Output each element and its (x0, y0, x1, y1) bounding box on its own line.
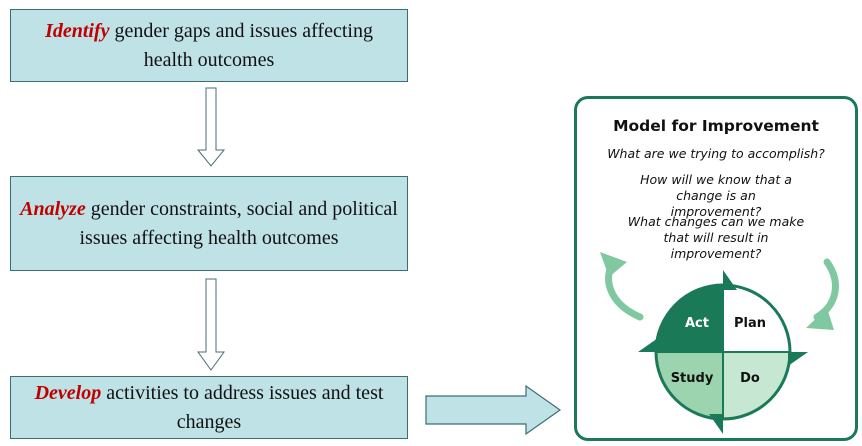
cycle-arrowhead-top (723, 270, 737, 290)
step-analyze-box: Analyze gender constraints, social and p… (10, 176, 408, 271)
study-quadrant (656, 352, 723, 419)
step-develop-keyword: Develop (34, 381, 102, 404)
down-arrow-2 (197, 278, 225, 371)
do-label: Do (740, 371, 760, 386)
step-analyze-text: Analyze gender constraints, social and p… (19, 195, 399, 253)
model-question-2: How will we know that a change is an imp… (640, 172, 792, 219)
step-develop-box: Develop activities to address issues and… (10, 376, 408, 439)
cycle-arrowhead-right (788, 352, 808, 366)
step-develop-text: Develop activities to address issues and… (19, 379, 399, 437)
model-title: Model for Improvement (613, 117, 819, 135)
left-curve-arrowhead (600, 252, 627, 277)
model-question-1: What are we trying to accomplish? (607, 146, 825, 161)
step-develop-description: activities to address issues and test ch… (101, 381, 384, 433)
down-arrow-1 (196, 87, 226, 167)
right-arrow (425, 384, 562, 436)
step-identify-keyword: Identify (45, 19, 110, 42)
act-label: Act (685, 316, 709, 331)
plan-label: Plan (734, 316, 766, 331)
step-identify-box: Identify gender gaps and issues affectin… (10, 9, 408, 82)
model-question-3: What changes can we make that will resul… (627, 214, 805, 261)
cycle-arrowhead-bottom (709, 414, 723, 434)
model-for-improvement-card: Model for Improvement What are we trying… (574, 96, 858, 441)
step-identify-text: Identify gender gaps and issues affectin… (19, 17, 399, 75)
cycle-arrowhead-left (638, 338, 658, 352)
study-label: Study (671, 371, 714, 386)
do-quadrant (723, 352, 790, 419)
act-quadrant (656, 285, 723, 352)
step-identify-description: gender gaps and issues affecting health … (109, 19, 373, 71)
plan-quadrant (723, 285, 790, 352)
step-analyze-description: gender constraints, social and political… (79, 197, 398, 249)
right-curve-arrowhead (806, 308, 834, 330)
step-analyze-keyword: Analyze (20, 197, 86, 220)
